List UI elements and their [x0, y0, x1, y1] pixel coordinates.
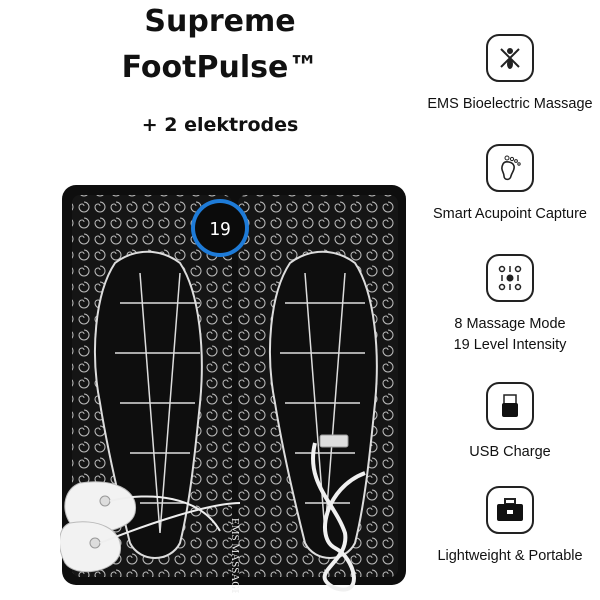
- mode-dots-icon: [486, 254, 534, 302]
- footprint-icon: [486, 144, 534, 192]
- electric-massage-icon: [486, 34, 534, 82]
- foot-outline-left: [94, 250, 203, 559]
- usb-connector: [319, 434, 349, 448]
- feature-label-secondary: 19 Level Intensity: [453, 337, 567, 353]
- feature-portable: Lightweight & Portable: [420, 486, 600, 567]
- electrode-pads: [60, 481, 241, 573]
- feature-ems: EMS Bioelectric Massage: [420, 34, 600, 115]
- feature-label: Lightweight & Portable: [437, 548, 583, 564]
- feature-label: EMS Bioelectric Massage: [427, 96, 593, 112]
- usb-plug-icon: [486, 382, 534, 430]
- usb-cable: [311, 442, 366, 592]
- feature-label: USB Charge: [469, 444, 551, 460]
- mat-brand-label: EMS MASSAGER: [229, 518, 241, 593]
- product-title-line2: FootPulse™: [121, 50, 319, 85]
- feature-usb: USB Charge: [420, 382, 600, 463]
- foot-massager-mat-image: 19 EMS MASSAGER: [60, 185, 406, 593]
- feature-label: Smart Acupoint Capture: [433, 206, 587, 222]
- briefcase-icon: [486, 486, 534, 534]
- product-title-line1: Supreme: [144, 4, 296, 39]
- display-readout: 19: [209, 219, 231, 240]
- product-subtitle: + 2 elektrodes: [141, 114, 299, 136]
- feature-modes: 8 Massage Mode 19 Level Intensity: [420, 254, 600, 356]
- feature-acupoint: Smart Acupoint Capture: [420, 144, 600, 225]
- feature-label: 8 Massage Mode: [454, 316, 566, 332]
